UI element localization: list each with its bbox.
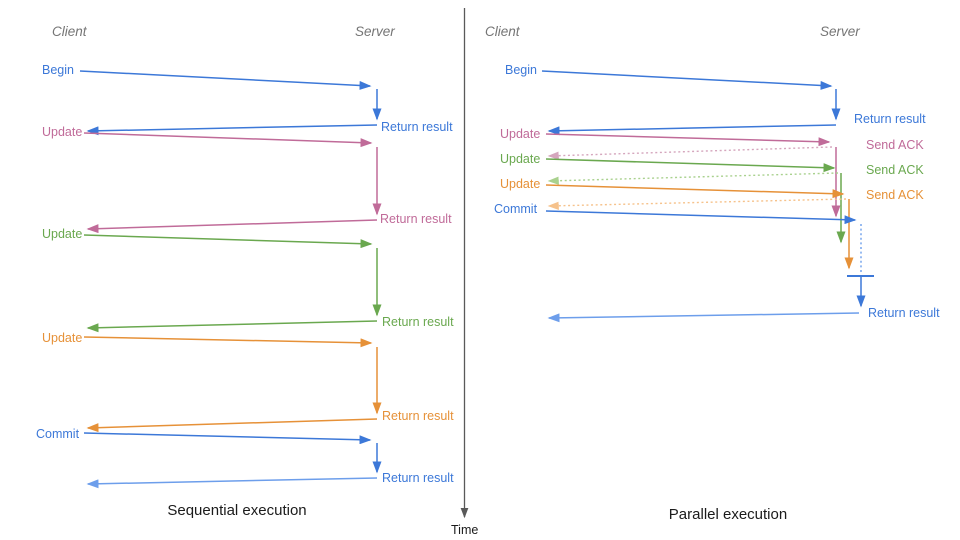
right-update2-ack-arrow [547, 172, 839, 185]
left-panel-caption: Sequential execution [167, 502, 307, 519]
right-commit-request-arrow [545, 210, 857, 225]
right-update2-ack-label: Send ACK [866, 163, 924, 177]
left-update2-response-arrow [86, 320, 378, 333]
right-client-heading: Client [485, 24, 520, 39]
time-axis-label: Time [451, 523, 479, 537]
left-update3-response-arrow [86, 418, 378, 433]
right-commit-response-label: Return result [868, 306, 940, 320]
right-update2-request-arrow [545, 158, 836, 173]
left-commit-request-arrow [83, 432, 372, 445]
right-update1-flow [545, 133, 841, 218]
left-update2-response-label: Return result [382, 315, 454, 329]
right-begin-label: Begin [505, 63, 537, 77]
left-update2-label: Update [42, 227, 83, 241]
right-update3-ack-label: Send ACK [866, 188, 924, 202]
left-update1-label: Update [42, 125, 83, 139]
right-begin-flow [541, 70, 841, 136]
left-update3-response-label: Return result [382, 409, 454, 423]
left-update3-flow [83, 336, 382, 433]
right-update1-ack-arrow [547, 146, 833, 160]
right-begin-request-arrow [541, 70, 833, 90]
left-begin-request-arrow [79, 70, 372, 90]
left-update2-flow [83, 234, 382, 333]
left-update1-response-arrow [86, 219, 378, 234]
right-update1-label: Update [500, 127, 541, 141]
right-commit-flow [545, 210, 874, 323]
left-commit-label: Commit [36, 427, 80, 441]
left-update2-request-arrow [83, 234, 373, 249]
left-update1-response-label: Return result [380, 212, 452, 226]
left-server-heading: Server [355, 24, 395, 39]
right-begin-response-arrow [547, 124, 837, 136]
right-update2-flow [545, 158, 846, 244]
left-commit-response-arrow [86, 477, 378, 489]
left-begin-flow [79, 70, 382, 136]
right-commit-label: Commit [494, 202, 538, 216]
left-update3-request-arrow [83, 336, 373, 348]
left-update1-request-arrow [83, 132, 373, 148]
right-server-heading: Server [820, 24, 860, 39]
right-update3-label: Update [500, 177, 541, 191]
right-update3-request-arrow [545, 184, 845, 199]
left-client-heading: Client [52, 24, 87, 39]
right-update1-request-arrow [545, 133, 831, 147]
left-update1-flow [83, 132, 382, 234]
right-begin-response-label: Return result [854, 112, 926, 126]
left-update3-label: Update [42, 331, 83, 345]
left-begin-response-label: Return result [381, 120, 453, 134]
right-commit-response-arrow [547, 312, 860, 323]
right-update3-ack-arrow [547, 198, 847, 210]
right-update2-label: Update [500, 152, 541, 166]
right-update1-ack-label: Send ACK [866, 138, 924, 152]
right-panel-caption: Parallel execution [668, 506, 788, 523]
left-begin-response-arrow [86, 124, 378, 136]
left-begin-label: Begin [42, 63, 74, 77]
left-commit-response-label: Return result [382, 471, 454, 485]
right-update3-flow [545, 184, 854, 270]
left-commit-flow [83, 432, 382, 489]
